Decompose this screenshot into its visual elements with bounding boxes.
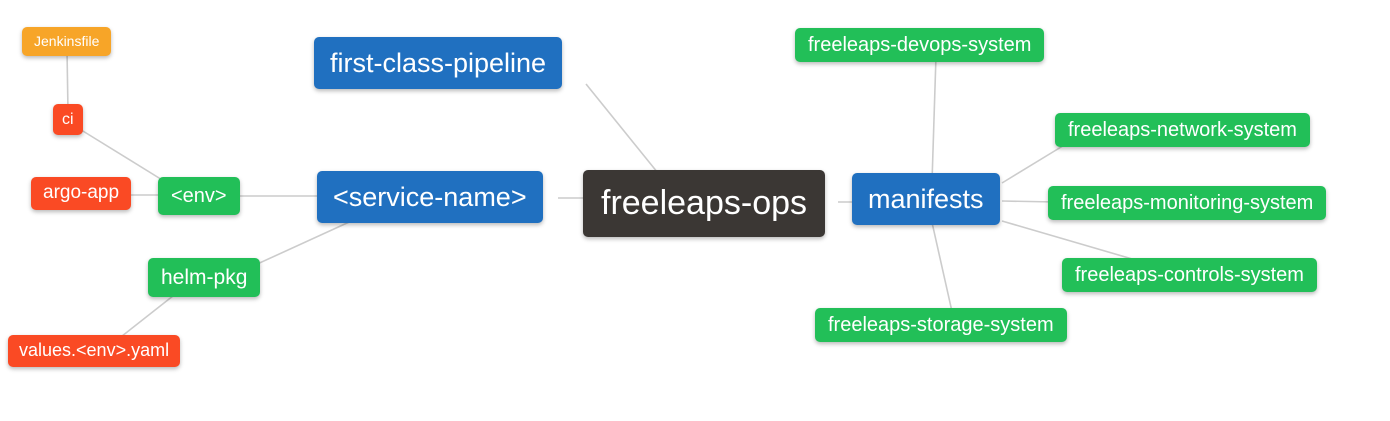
node-freeleaps-devops-system[interactable]: freeleaps-devops-system xyxy=(795,28,1045,62)
edge-ci-env xyxy=(77,127,173,187)
node-first-class-pipeline[interactable]: first-class-pipeline xyxy=(314,37,563,90)
edge-helm-pkg-values-env-yaml xyxy=(116,291,179,341)
edge-jenkinsfile-ci xyxy=(66,49,69,113)
node-ci[interactable]: ci xyxy=(53,104,83,136)
node-values-env-yaml[interactable]: values.<env>.yaml xyxy=(8,335,181,367)
node-helm-pkg[interactable]: helm-pkg xyxy=(148,258,261,298)
node-freeleaps-monitoring-system[interactable]: freeleaps-monitoring-system xyxy=(1048,186,1327,220)
edge-first-class-pipeline-freeleaps-ops xyxy=(585,83,663,179)
edge-service-name-helm-pkg xyxy=(252,217,359,267)
node-freeleaps-network-system[interactable]: freeleaps-network-system xyxy=(1055,113,1310,147)
edge-manifests-storage-system xyxy=(930,217,954,317)
node-service-name[interactable]: <service-name> xyxy=(317,171,543,224)
edge-manifests-devops-system xyxy=(931,55,937,183)
edge-manifests-monitoring-system xyxy=(1001,200,1057,203)
edge-manifests-controls-system xyxy=(1001,220,1147,264)
node-env[interactable]: <env> xyxy=(158,177,240,215)
node-manifests[interactable]: manifests xyxy=(852,173,1000,226)
node-freeleaps-ops[interactable]: freeleaps-ops xyxy=(583,170,826,237)
node-argo-app[interactable]: argo-app xyxy=(31,177,132,210)
edge-manifests-network-system xyxy=(1001,143,1067,184)
node-jenkinsfile[interactable]: Jenkinsfile xyxy=(22,27,112,56)
node-freeleaps-controls-system[interactable]: freeleaps-controls-system xyxy=(1062,258,1317,292)
node-freeleaps-storage-system[interactable]: freeleaps-storage-system xyxy=(815,308,1067,342)
